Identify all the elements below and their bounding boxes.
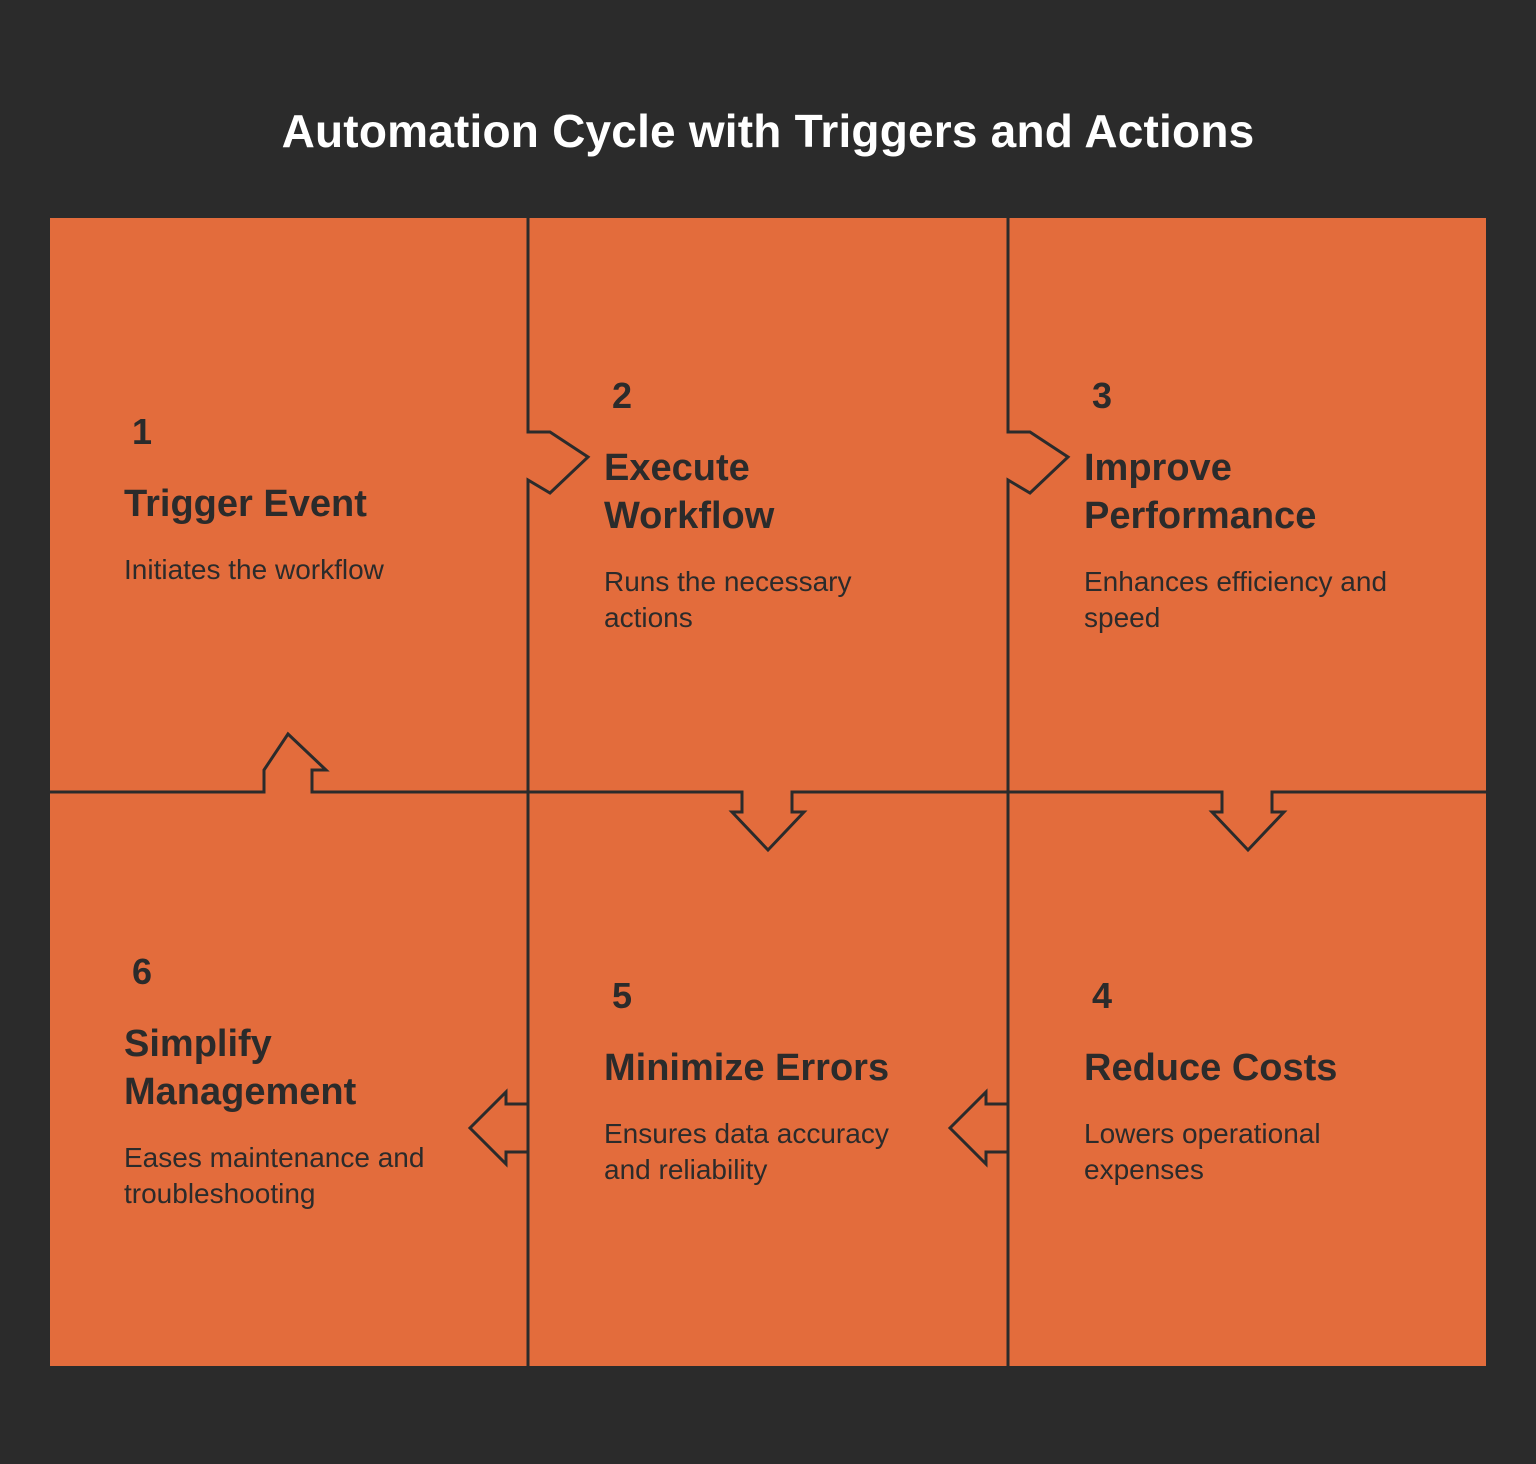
- step-description: Enhances efficiency and speed: [1084, 566, 1388, 633]
- arrow-right-1-to-2: [526, 218, 591, 1366]
- step-number: 5: [612, 975, 633, 1016]
- step-number: 2: [612, 375, 633, 416]
- step-description: Runs the necessary actions: [604, 566, 852, 633]
- step-simplify-management: 6 Simplify Management Eases maintenance …: [124, 951, 492, 1212]
- step-description: Lowers operational expenses: [1084, 1118, 1321, 1185]
- step-execute-workflow: 2 Execute Workflow Runs the necessary ac…: [604, 375, 972, 636]
- arrow-left-4-to-5: [947, 1088, 1008, 1168]
- arrow-right-2-to-3: [1006, 218, 1071, 1366]
- step-heading: Improve Performance: [1084, 447, 1317, 537]
- step-reduce-costs: 4 Reduce Costs Lowers operational expens…: [1084, 975, 1452, 1188]
- step-heading: Execute Workflow: [604, 447, 775, 537]
- step-trigger-event: 1 Trigger Event Initiates the workflow: [124, 411, 492, 588]
- step-heading: Minimize Errors: [604, 1047, 890, 1089]
- step-description: Ensures data accuracy and reliability: [604, 1118, 889, 1185]
- horizontal-divider: [50, 731, 1486, 853]
- diagram-title: Automation Cycle with Triggers and Actio…: [281, 105, 1255, 157]
- step-number: 4: [1092, 975, 1113, 1016]
- step-number: 6: [132, 951, 153, 992]
- step-description: Eases maintenance and troubleshooting: [124, 1142, 425, 1209]
- step-number: 3: [1092, 375, 1113, 416]
- step-description: Initiates the workflow: [124, 554, 384, 585]
- step-heading: Reduce Costs: [1084, 1047, 1338, 1089]
- cycle-panel: [50, 218, 1486, 1366]
- arrow-left-5-to-6: [467, 1088, 528, 1168]
- step-minimize-errors: 5 Minimize Errors Ensures data accuracy …: [604, 975, 972, 1188]
- step-heading: Simplify Management: [124, 1023, 357, 1113]
- step-improve-performance: 3 Improve Performance Enhances efficienc…: [1084, 375, 1452, 636]
- step-number: 1: [132, 411, 153, 452]
- step-heading: Trigger Event: [124, 483, 367, 525]
